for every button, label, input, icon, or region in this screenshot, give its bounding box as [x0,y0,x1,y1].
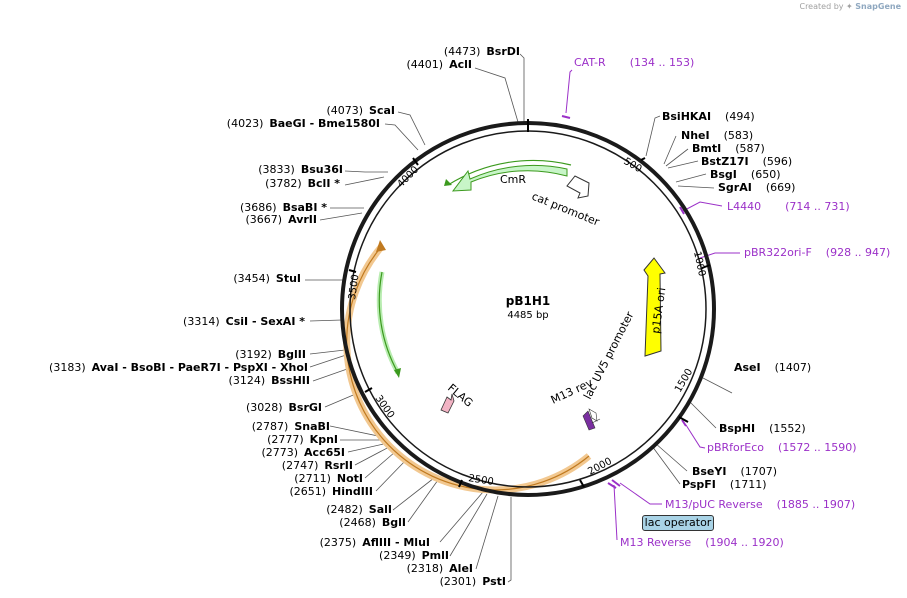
primer-label[interactable]: M13/pUC Reverse(1885 .. 1907) [665,498,855,511]
green-inner-track [376,271,401,375]
primer-label[interactable]: L4440(714 .. 731) [727,200,850,213]
site-label[interactable]: (2375)AflIII - MluI [320,536,430,549]
site-label[interactable]: (2482)SalI [326,503,392,516]
site-leader-lines [305,53,733,583]
orange-arrow-head [376,240,386,252]
site-label[interactable]: (4401)AclI [407,58,472,71]
site-label[interactable]: (3124)BssHII [229,374,310,387]
snapgene-credit: Created by ✦ SnapGene [799,2,901,11]
plasmid-name: pB1H1 [506,294,550,308]
lac-uv5-promoter-mark[interactable] [582,410,596,431]
site-label[interactable]: BspHI(1552) [719,422,806,435]
site-labels-left: (4473)BsrDI (4401)AclI (4073)ScaI (4023)… [49,45,520,588]
cat-promoter-label: cat promoter [530,190,602,229]
site-label[interactable]: (4023)BaeGI - Bme1580I [227,117,380,130]
cmr-outer-line [447,159,572,186]
tick-label-1500: 1500 [673,367,695,395]
site-label[interactable]: (3314)CsiI - SexAI * [183,315,305,328]
site-label[interactable]: BstZ17I(596) [701,155,792,168]
snapgene-logo-icon: ✦ [846,2,853,11]
site-label[interactable]: (2301)PstI [440,575,506,588]
primer-label[interactable]: M13 Reverse(1904 .. 1920) [620,536,784,549]
site-label[interactable]: (2773)Acc65I [261,446,345,459]
site-labels-right: BsiHKAI(494) NheI(583) BmtI(587) BstZ17I… [662,110,811,491]
site-label[interactable]: BsiHKAI(494) [662,110,755,123]
credit-brand: SnapGene [855,2,901,11]
lac-operator-box[interactable]: lac operator [642,515,714,531]
primer-label[interactable]: pBR322ori-F(928 .. 947) [744,246,890,259]
cmr-label: CmR [500,173,526,186]
site-label[interactable]: (3028)BsrGI [246,401,322,414]
site-label[interactable]: AseI(1407) [734,361,811,374]
p15a-ori-arrow[interactable] [643,257,666,357]
site-label[interactable]: BsgI(650) [710,168,781,181]
site-label[interactable]: (3667)AvrII [246,213,317,226]
lac-operator-mark [591,418,601,424]
site-label[interactable]: (2747)RsrII [282,459,353,472]
site-label[interactable]: (2711)NotI [294,472,363,485]
scale-ticks [348,119,711,488]
orange-feature-line [346,245,590,491]
site-label[interactable]: (3192)BglII [235,348,306,361]
site-label[interactable]: (3454)StuI [233,272,301,285]
cat-promoter-arrow[interactable] [566,175,590,199]
site-label[interactable]: (2349)PmlI [379,549,449,562]
green-inner-line [378,271,399,374]
tick-label-1000: 1000 [691,250,707,277]
credit-prefix: Created by [799,2,844,11]
site-label[interactable]: (4073)ScaI [326,104,395,117]
cmr-outer-arrow-head [444,179,452,186]
site-label[interactable]: (2651)HindIII [289,485,373,498]
plasmid-size: 4485 bp [507,310,548,321]
site-label[interactable]: (3833)Bsu36I [258,163,343,176]
orange-feature-track [343,243,592,494]
green-arrow-head [394,368,401,378]
tick-label-3500: 3500 [347,274,361,301]
site-label[interactable]: (3183)AvaI - BsoBI - PaeR7I - PspXI - Xh… [49,361,308,374]
site-label[interactable]: BseYI(1707) [692,465,777,478]
tick-label-2500: 2500 [468,473,495,488]
site-label[interactable]: (2777)KpnI [267,433,338,446]
site-label[interactable]: (3782)BclI * [265,177,340,190]
primer-label[interactable]: CAT-R(134 .. 153) [574,56,694,69]
site-label[interactable]: (2787)SnaBI [252,420,330,433]
primer-labels: CAT-R(134 .. 153) L4440(714 .. 731) pBR3… [574,56,890,549]
primer-marks [561,115,687,489]
tick-label-4000: 4000 [395,164,421,190]
site-label[interactable]: BmtI(587) [692,142,765,155]
site-label[interactable]: PspFI(1711) [682,478,766,491]
site-label[interactable]: SgrAI(669) [718,181,795,194]
site-label[interactable]: (2318)AleI [407,562,473,575]
primer-label[interactable]: pBRforEco(1572 .. 1590) [707,441,857,454]
site-label[interactable]: NheI(583) [681,129,753,142]
site-label[interactable]: (2468)BglI [339,516,406,529]
site-label[interactable]: (3686)BsaBI * [240,201,327,214]
p15a-ori-label: p15A ori [649,287,668,335]
flag-feature-arrow[interactable] [440,393,455,414]
site-label[interactable]: (4473)BsrDI [444,45,520,58]
cmr-feature-arrow[interactable] [451,164,568,192]
m13-rev-mark [588,408,598,422]
